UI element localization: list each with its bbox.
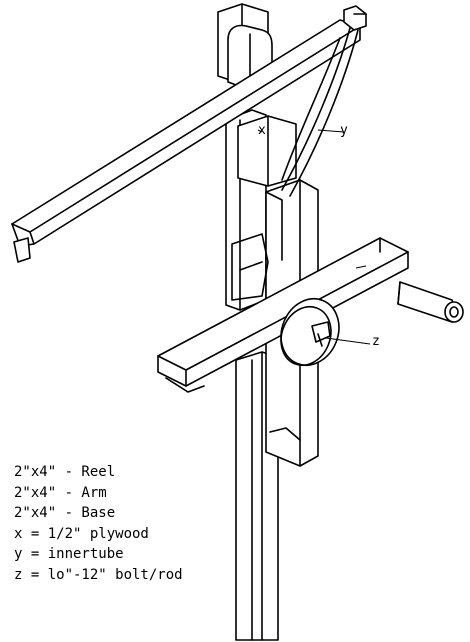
- legend-row-base: 2"x4" - Base: [14, 505, 116, 521]
- legend: 2"x4" - Reel 2"x4" - Arm 2"x4" - Base x …: [14, 462, 183, 585]
- arm: [11, 5, 367, 263]
- bolt-rod-z: [397, 281, 464, 323]
- crossbar: [157, 237, 409, 393]
- legend-row-z: z = lo"-12" bolt/rod: [14, 566, 183, 583]
- marker-leaders: [257, 129, 263, 133]
- plywood-block-x: [231, 115, 297, 301]
- legend-row-arm: 2"x4" - Arm: [14, 484, 107, 501]
- innertube-strap-y: [281, 27, 359, 197]
- reel-disk: [280, 297, 371, 367]
- legend-row-x: x = 1/2" plywood: [14, 525, 149, 542]
- marker-x-label: x: [258, 123, 266, 138]
- marker-z-label: z: [372, 334, 380, 349]
- marker-y-label: y: [340, 123, 348, 138]
- legend-row-reel: 2"x4" - Reel: [14, 464, 116, 480]
- legend-row-y: y = innertube: [14, 546, 124, 562]
